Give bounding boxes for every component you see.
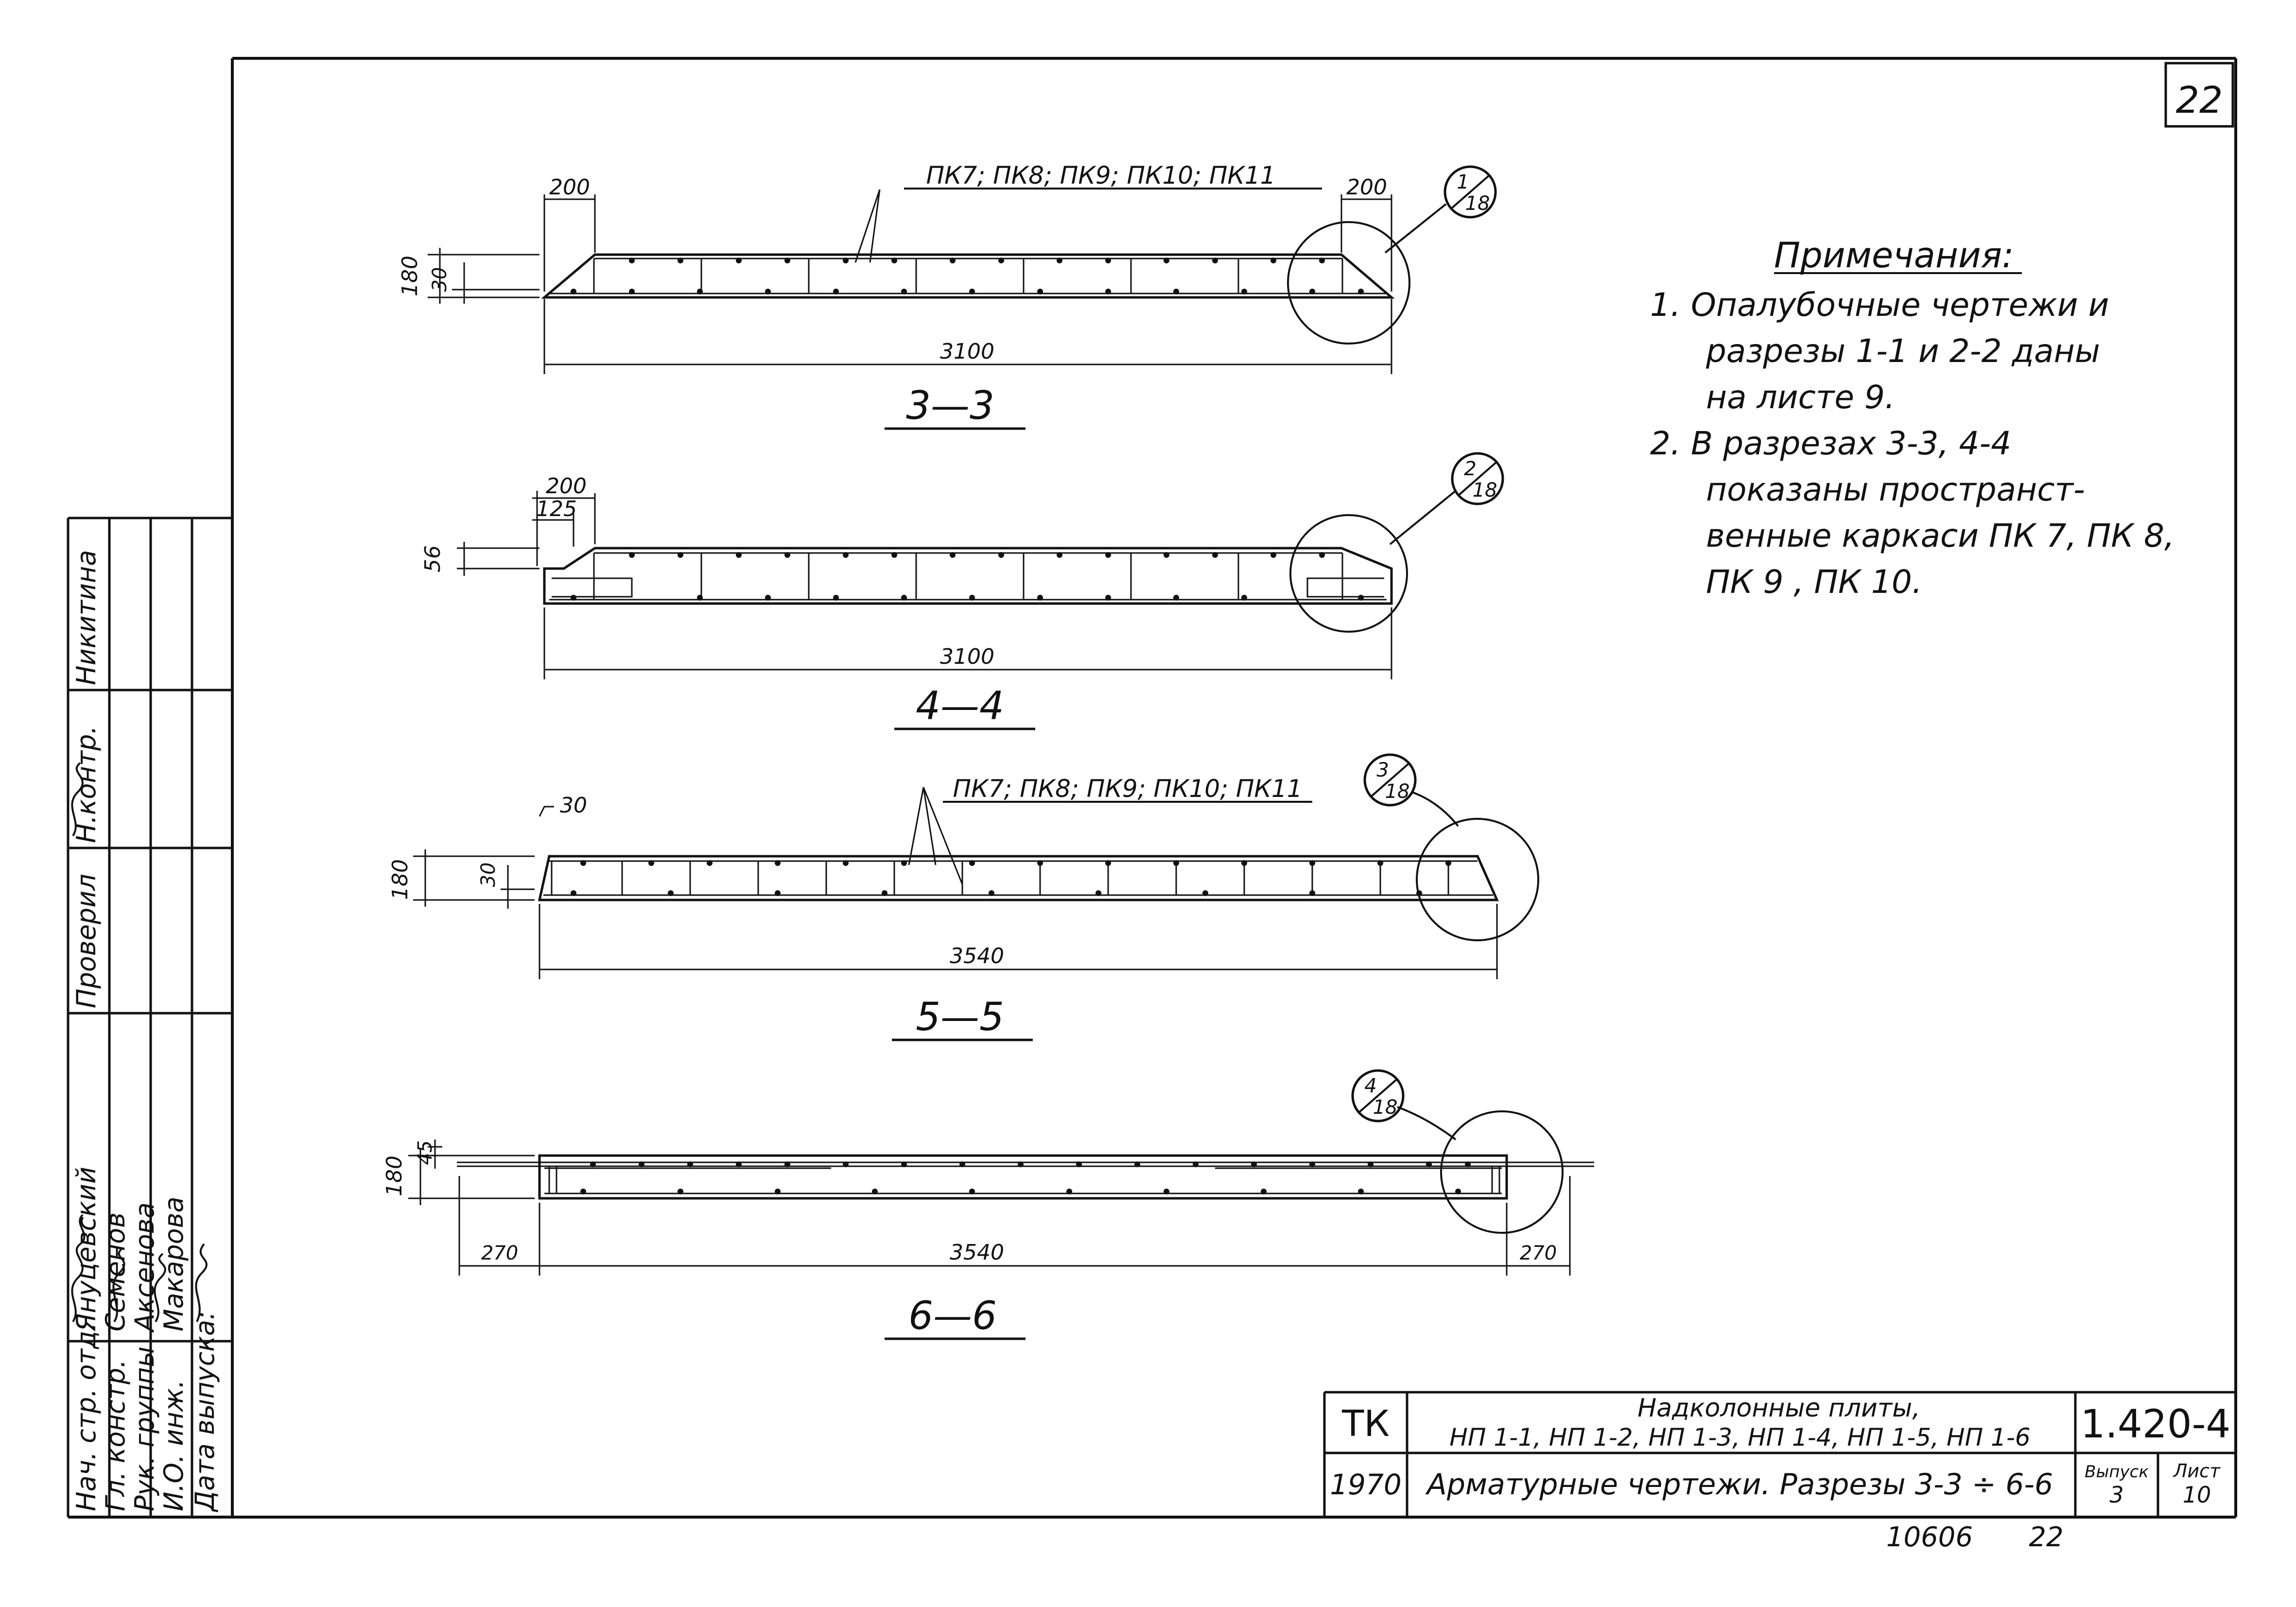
dim-depth-3-3: 30 — [429, 267, 451, 292]
callout-num-5-5: 3 — [1376, 759, 1389, 781]
section-title-4-4: 4—4 — [916, 683, 1004, 728]
stirrups-3-3 — [593, 259, 1343, 294]
dim-height-5-5: 180 — [388, 859, 413, 900]
notes-block: Примечания: 1. Опалубочные чертежи и раз… — [1650, 235, 2174, 601]
sheet-number: 22 — [2176, 78, 2223, 121]
dim-top1-4-4: 200 — [546, 474, 587, 499]
sheet-frame — [68, 57, 2237, 1519]
dim-height-3-3: 180 — [398, 256, 422, 296]
slab-outline-3-3 — [541, 253, 1395, 299]
detail-circle-6-6 — [1440, 1110, 1564, 1234]
role-engineer: И.О. инж. — [158, 1380, 189, 1511]
stamp-series: 1.420-4 — [2081, 1401, 2231, 1447]
callout-num-6-6: 4 — [1364, 1075, 1376, 1097]
slab-outline-5-5 — [538, 855, 1499, 901]
checked-label: Проверил — [71, 874, 102, 1008]
callout-6-6: 4 18 — [1351, 1069, 1405, 1123]
callout-sheet-6-6: 18 — [1373, 1096, 1398, 1119]
section-4-4: 3100 200 125 56 2 18 4—4 — [420, 452, 1504, 730]
note-line-3: на листе 9. — [1706, 379, 1895, 416]
slab-outline-4-4 — [543, 547, 1393, 605]
callout-5-5: 3 18 — [1363, 753, 1417, 807]
callout-sheet-4-4: 18 — [1473, 479, 1497, 501]
archive-page: 22 — [2029, 1521, 2063, 1553]
stamp-list-label: Лист — [2173, 1460, 2221, 1482]
stamp-sheet-title: Арматурные чертежи. Разрезы 3-3 ÷ 6-6 — [1425, 1468, 2053, 1502]
section-3-3: 3100 200 200 180 30 ПК7; ПК8; ПК9; ПК10;… — [398, 161, 1497, 430]
role-group-lead: Рук. группы — [129, 1347, 160, 1511]
note-line-1: 1. Опалубочные чертежи и — [1650, 286, 2109, 324]
callout-sheet-3-3: 18 — [1465, 192, 1490, 215]
checker-name: Никитина — [71, 550, 102, 685]
dim-total-6-6: 3540 — [950, 1240, 1004, 1265]
dim-right-3-3: 200 — [1346, 175, 1387, 200]
dim-top-5-5: 30 — [560, 793, 587, 818]
stirrups-6-6 — [548, 1166, 1500, 1193]
side-stamp: Нач. стр. отд. Гл. констр. Рук. группы И… — [67, 517, 232, 1517]
rebar-dots-6-6 — [580, 1161, 1471, 1194]
stamp-issue: 3 — [2109, 1482, 2123, 1508]
role-issue-date: Дата выпуска: — [190, 1311, 220, 1512]
section-title-5-5: 5—5 — [916, 994, 1004, 1039]
sheet-number-box: 22 — [2164, 62, 2234, 128]
stamp-list: 10 — [2183, 1482, 2211, 1508]
section-title-3-3: 3—3 — [906, 383, 994, 428]
note-line-7: ПК 9 , ПК 10. — [1706, 563, 1922, 601]
dim-height-6-6: 180 — [382, 1156, 407, 1196]
note-line-2: разрезы 1-1 и 2-2 даны — [1705, 332, 2100, 370]
note-line-5: показаны пространст- — [1706, 471, 2085, 508]
frame-label-3-3: ПК7; ПК8; ПК9; ПК10; ПК11 — [926, 161, 1275, 190]
dim-total-5-5: 3540 — [950, 944, 1004, 968]
archive-number: 10606 — [1886, 1521, 1973, 1553]
stamp-org: ТК — [1341, 1403, 1390, 1445]
name-chief-designer: Семенов — [100, 1212, 131, 1331]
notes-heading: Примечания: — [1774, 235, 2014, 276]
dim-depth-5-5: 30 — [477, 863, 500, 887]
dim-right-6-6: 270 — [1520, 1242, 1557, 1264]
detail-circle-4-4 — [1289, 514, 1408, 633]
dim-height-4-4: 56 — [420, 545, 445, 572]
rebar-dots-4-4 — [571, 552, 1364, 601]
stamp-year: 1970 — [1330, 1468, 1402, 1501]
name-group-lead: Аксенова — [129, 1202, 160, 1333]
role-head: Нач. стр. отд. — [71, 1322, 102, 1511]
title-block: ТК 1970 Надколонные плиты, НП 1-1, НП 1-… — [1323, 1391, 2236, 1553]
note-line-4: 2. В разрезах 3-3, 4-4 — [1650, 425, 2011, 462]
stamp-title-2: НП 1-1, НП 1-2, НП 1-3, НП 1-4, НП 1-5, … — [1449, 1423, 2030, 1451]
callout-num-3-3: 1 — [1457, 171, 1469, 193]
callout-4-4: 2 18 — [1451, 452, 1504, 505]
rebar-dots-3-3 — [571, 258, 1364, 294]
rebar-dots-5-5 — [571, 860, 1451, 896]
stamp-issue-label: Выпуск — [2085, 1462, 2149, 1482]
dim-left-3-3: 200 — [549, 175, 590, 200]
dim-left-6-6: 270 — [481, 1242, 518, 1264]
detail-circle-5-5 — [1416, 818, 1539, 941]
signatures — [71, 762, 208, 1323]
callout-sheet-5-5: 18 — [1385, 780, 1410, 803]
note-line-6: венные каркаси ПК 7, ПК 8, — [1706, 517, 2174, 554]
dim-total-3-3: 3100 — [940, 339, 994, 364]
dim-depth-6-6: 45 — [414, 1140, 436, 1165]
stamp-title-1: Надколонные плиты, — [1637, 1394, 1920, 1423]
section-title-6-6: 6—6 — [908, 1293, 997, 1338]
detail-circle-3-3 — [1287, 221, 1410, 345]
dim-top2-4-4: 125 — [536, 497, 577, 521]
callout-3-3: 1 18 — [1444, 165, 1497, 219]
role-chief-designer: Гл. констр. — [100, 1360, 131, 1511]
dim-total-4-4: 3100 — [940, 644, 994, 669]
section-6-6: 3540 270 270 180 45 4 18 6—6 — [382, 1069, 1594, 1340]
stirrups-4-4 — [593, 553, 1343, 600]
section-5-5: 3540 30 180 30 ПК7; ПК8; ПК9; ПК10; ПК11… — [388, 753, 1539, 1041]
callout-num-4-4: 2 — [1464, 458, 1476, 480]
slab-outline-6-6 — [538, 1154, 1508, 1200]
stirrups-5-5 — [551, 861, 1449, 895]
frame-label-5-5: ПК7; ПК8; ПК9; ПК10; ПК11 — [953, 775, 1302, 803]
